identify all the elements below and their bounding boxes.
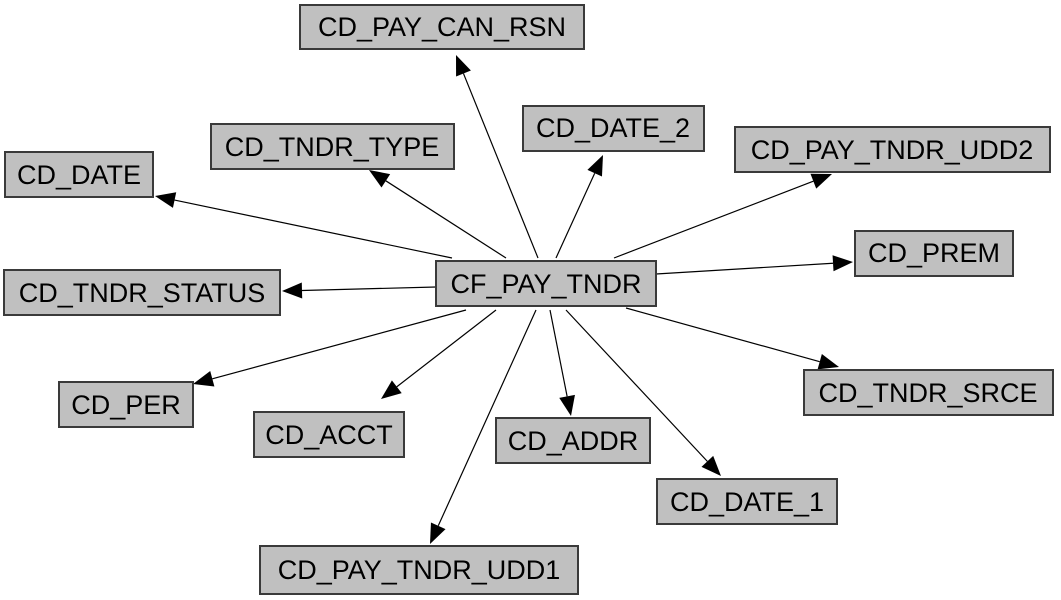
- arrow-head-pay_tndr_udd2: [810, 173, 832, 189]
- edges-layer: [155, 55, 853, 544]
- node-box: [734, 126, 1051, 173]
- node-pay_can_rsn[interactable]: CD_PAY_CAN_RSN: [299, 4, 585, 50]
- edge-line-acct: [396, 309, 497, 388]
- node-box: [522, 105, 705, 152]
- edge-line-pay_tndr_udd1: [437, 309, 537, 527]
- node-box: [259, 545, 579, 595]
- node-box: [210, 123, 455, 170]
- edge-line-date_1: [565, 309, 708, 462]
- node-label: CD_PAY_CAN_RSN: [318, 12, 566, 42]
- node-addr[interactable]: CD_ADDR: [495, 417, 651, 464]
- node-box: [58, 381, 194, 428]
- edge-line-prem: [655, 262, 834, 275]
- node-label: CD_PER: [71, 390, 181, 420]
- node-box: [495, 417, 651, 464]
- node-prem[interactable]: CD_PREM: [854, 230, 1014, 277]
- edge-line-date_2: [555, 172, 596, 259]
- edge-line-pay_tndr_udd2: [613, 180, 814, 259]
- arrow-head-addr: [559, 394, 575, 416]
- node-date_1[interactable]: CD_DATE_1: [656, 478, 838, 525]
- edge-line-tndr_srce: [625, 307, 820, 363]
- node-label: CF_PAY_TNDR: [450, 269, 641, 299]
- node-label: CD_DATE_1: [670, 487, 824, 517]
- node-box: [854, 230, 1014, 277]
- node-date[interactable]: CD_DATE: [4, 151, 154, 198]
- node-tndr_type[interactable]: CD_TNDR_TYPE: [210, 123, 455, 170]
- node-box: [4, 151, 154, 198]
- node-label: CD_PAY_TNDR_UDD2: [751, 135, 1034, 165]
- arrow-head-per: [193, 371, 215, 387]
- arrow-head-date_2: [587, 155, 603, 177]
- node-label: CD_DATE_2: [536, 113, 690, 143]
- node-per[interactable]: CD_PER: [58, 381, 194, 428]
- node-pay_tndr_udd1[interactable]: CD_PAY_TNDR_UDD1: [259, 545, 579, 595]
- node-label: CD_DATE: [17, 160, 141, 190]
- edge-line-pay_can_rsn: [462, 73, 539, 259]
- node-label: CD_ADDR: [508, 426, 639, 456]
- node-center[interactable]: CF_PAY_TNDR: [435, 260, 657, 307]
- node-label: CD_PREM: [868, 238, 1000, 268]
- node-box: [3, 269, 281, 316]
- edge-line-addr: [549, 309, 568, 397]
- node-label: CD_TNDR_STATUS: [19, 278, 266, 308]
- node-label: CD_TNDR_SRCE: [818, 378, 1037, 408]
- edge-line-tndr_type: [385, 180, 507, 259]
- arrow-head-pay_can_rsn: [456, 55, 471, 77]
- node-date_2[interactable]: CD_DATE_2: [522, 105, 705, 152]
- node-box: [435, 260, 657, 307]
- arrow-head-date_1: [701, 455, 721, 476]
- node-box: [803, 369, 1054, 416]
- edge-line-date: [174, 199, 453, 259]
- node-pay_tndr_udd2[interactable]: CD_PAY_TNDR_UDD2: [734, 126, 1051, 173]
- edge-line-per: [212, 309, 467, 380]
- arrow-head-tndr_status: [282, 282, 303, 299]
- node-box: [299, 4, 585, 50]
- node-tndr_status[interactable]: CD_TNDR_STATUS: [3, 269, 281, 316]
- node-acct[interactable]: CD_ACCT: [253, 411, 405, 458]
- arrow-head-tndr_type: [369, 170, 391, 188]
- arrow-head-prem: [832, 255, 853, 272]
- node-box: [656, 478, 838, 525]
- node-label: CD_TNDR_TYPE: [225, 132, 440, 162]
- arrow-head-pay_tndr_udd1: [430, 522, 446, 544]
- node-tndr_srce[interactable]: CD_TNDR_SRCE: [803, 369, 1054, 416]
- node-label: CD_ACCT: [265, 420, 393, 450]
- node-box: [253, 411, 405, 458]
- arrow-head-tndr_srce: [817, 353, 839, 370]
- node-label: CD_PAY_TNDR_UDD1: [278, 555, 561, 585]
- arrow-head-date: [155, 192, 177, 208]
- arrow-head-acct: [381, 380, 402, 399]
- edge-line-tndr_status: [301, 286, 437, 292]
